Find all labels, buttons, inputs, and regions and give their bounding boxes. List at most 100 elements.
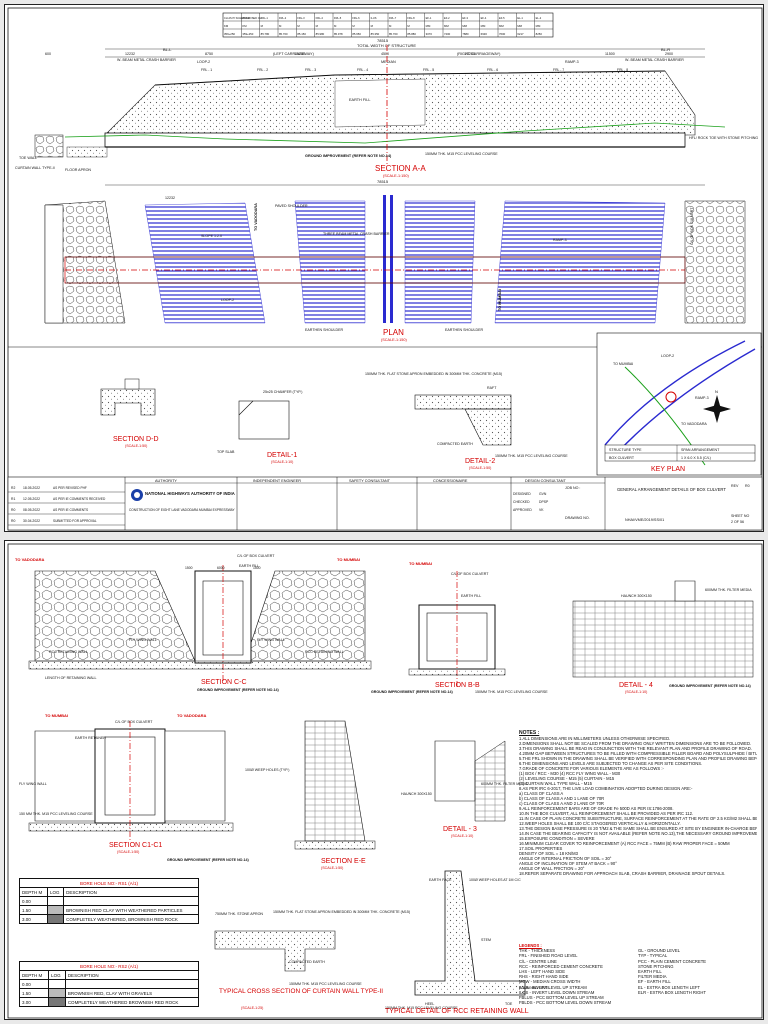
plan-scale: (SCALE-1:150): [381, 338, 407, 342]
key-plan: TO MUMBAI TO VADODARA LOOP-2 RAMP-3 N ST…: [596, 332, 762, 476]
tb-project-desc: CONSTRUCTION OF EIGHT LANE VADODARA MUMB…: [129, 508, 235, 512]
legend-heading: LEGENDS :: [519, 943, 542, 948]
c1-to-vadodara: TO VADODARA: [177, 713, 207, 718]
section-aa-dim: 8750: [205, 52, 213, 56]
curtain-wall-cross-section: 150MM THK. FLAT STONE APRON EMBEDDED IN …: [214, 910, 410, 1010]
cs-compacted: COMPACTED EARTH: [289, 960, 325, 964]
legend-entry: GL - GROUND LEVEL: [638, 948, 680, 954]
median-label: MEDIAN: [381, 60, 396, 64]
rs1-log-1: [47, 905, 65, 915]
cs-pcc: 150MM THK. M15 PCC LEVELING COURSE: [289, 982, 362, 986]
detail-1-title: DETAIL-1: [267, 452, 297, 459]
cc-to-vadodara: TO VADODARA: [15, 557, 45, 562]
section-dd: SECTION D-D (SCALE-1:50): [100, 378, 159, 448]
plan-earthen-left: EARTHEN SHOULDER: [305, 328, 343, 332]
rcc-pcc: 150MM THK. M15 PCC LEVELING COURSE: [385, 1006, 458, 1010]
key-table-v2: 1 X 6.0 X 5.5 (C/L): [681, 456, 711, 460]
plan-ramp: RAMP-3: [553, 238, 567, 242]
legend-row: FBLDS - PCC BOTTOM LEVEL DOWN STREAM: [519, 1000, 757, 1005]
approval-by: GVN: [539, 492, 547, 496]
section-aa-dim: 600: [45, 52, 51, 56]
rcc-retaining-wall-detail: 100Ø WEEP HOLES AT 1M C/C EARTH FACE HEE…: [385, 870, 550, 1015]
section-aa: BL-L BL-R TOTAL WIDTH OF STRUCTURE 78515…: [15, 38, 758, 178]
note-line: 13.THE DESIGN BASE PRESSURE IS 20 T/M2 &…: [519, 826, 757, 831]
plan-slope: SLOPE 1:2.0: [201, 234, 222, 238]
revision-desc: AS PER REVISED PHF: [53, 486, 87, 490]
section-aa-frl: FRL - 7: [553, 68, 564, 72]
notes-block: NOTES : 1.ALL DIMENSIONS ARE IN MILLIMET…: [519, 730, 757, 877]
plan-to-mumbai: TO MUMBAI: [498, 289, 502, 311]
note-line: 5.THE FRL SHOWN IN THE DRAWING SHALL BE …: [519, 756, 757, 761]
revision-date: 12.05.2022: [23, 497, 40, 501]
loop-label-aa: LOOP-2: [197, 60, 210, 64]
legend-entry: THK - THICKNESS: [519, 948, 555, 954]
section-aa-title: SECTION A-A: [375, 164, 426, 173]
title-block: AUTHORITY INDEPENDENT ENGINEER SAFETY CO…: [7, 476, 763, 531]
note-line: 9.ALL REINFORCEMENT BARS ARE OF GRADE Fe…: [519, 806, 674, 811]
chainage-value: 8250: [536, 32, 543, 36]
note-line: 18.REFER SEPARATE DRAWING FOR APPROACH S…: [519, 871, 726, 876]
rs2-depth-2: 3.00: [18, 997, 50, 1007]
rs1-log-0: [47, 896, 65, 906]
ee-scale: (SCALE-1:50): [321, 866, 343, 870]
note-line: b) CLASS OF CLASS A AND 1 LANE OF 70R: [519, 796, 605, 801]
chainage-value: 7400: [444, 32, 451, 36]
section-aa-frl: FRL - 3: [305, 68, 316, 72]
note-line: DENSITY OF SOIL = 18 KN/M3: [519, 851, 578, 856]
rs2-desc-2: COMPLETELY WEATHERED BROWNISH RED ROCK: [64, 997, 200, 1007]
ee-title: SECTION E-E: [321, 858, 366, 865]
section-ee: SECTION E-E (SCALE-1:50): [294, 720, 376, 870]
note-line: 15.EXPOSURE CONDITION = SEVERE: [519, 836, 595, 841]
detail-2-apron: 150MM THK. FLAT STONE APRON EMBEDDED IN …: [365, 372, 502, 376]
plan-dim: 12232: [165, 196, 175, 200]
plan-three-beam: THREE BEAM METAL CRASH BARRIER: [323, 232, 390, 236]
total-width: 78515: [377, 38, 389, 43]
rs2-desc-0: [64, 979, 200, 989]
chainage-header: FRL-6: [352, 16, 360, 20]
cc-ground-impr: GROUND IMPROVEMENT (REFER NOTE NO.14): [197, 688, 279, 692]
chainage-header: FRL-5: [334, 16, 342, 20]
chainage-unit: M: [389, 24, 392, 28]
chainage-header: EF-4: [481, 16, 487, 20]
c1-title: SECTION C1-C1: [109, 842, 162, 849]
cc-rcc-right: RCC RETAINING WALL: [305, 650, 344, 654]
approval-role: APPROVED: [513, 508, 532, 512]
note-line: 11.IN CASE OF PLAIN CONCRETE SUBSTRUCTUR…: [519, 816, 757, 821]
revision-date: 30.04.2022: [23, 519, 40, 523]
cs-stone: 750MM THK. STONE APRON: [215, 912, 263, 916]
notes-list: 1.ALL DIMENSIONS ARE IN MILLIMETERS UNLE…: [519, 736, 757, 876]
plan-loop: LOOP-2: [221, 298, 234, 302]
rcc-title: TYPICAL DETAIL OF RCC RETAINING WALL: [385, 1008, 529, 1015]
legend-entry: LHS - LEFT HAND SIDE: [519, 969, 565, 975]
barrier-right: W- BEAM METAL CRASH BARRIER: [625, 58, 684, 62]
note-line: 17.SOIL PROPERTIES: [519, 846, 563, 851]
notes-heading: NOTES :: [519, 730, 540, 736]
tb-ie: INDEPENDENT ENGINEER: [253, 479, 301, 483]
plan-culvert: C/L OF BOX CULVERT: [690, 207, 694, 245]
tb-safety: SAFETY CONSULTANT: [349, 479, 391, 483]
ramp-label-aa: RAMP-3: [565, 60, 579, 64]
section-aa-frl: FRL - 5: [423, 68, 434, 72]
detail-3-title: DETAIL - 3: [443, 826, 477, 833]
cs-title: TYPICAL CROSS SECTION OF CURTAIN WALL TY…: [219, 988, 383, 995]
rs2-log-2: [48, 997, 66, 1007]
detail-4-title: DETAIL - 4: [619, 682, 653, 689]
section-dd-title: SECTION D-D: [113, 436, 159, 443]
section-cc-dim: 1500: [253, 566, 261, 570]
nhai-logo-icon: [131, 489, 143, 501]
rs2-depth-0: 0.00: [18, 979, 50, 989]
note-line: c) CLASS OF CLASS A AND 2 LANE OF 70R: [519, 801, 604, 806]
rs1-depth-2: 3.00: [18, 914, 49, 924]
rock-toe-label: HFL/ ROCK TOE WITH STONE PITCHING: [689, 136, 758, 140]
detail-2-pcc: 150MM THK. M15 PCC LEVELING COURSE: [495, 454, 568, 458]
chainage-header: FRL-4: [316, 16, 324, 20]
cc-earth-fill: EARTH FILL: [239, 564, 259, 568]
chainage-value: 85.650: [352, 32, 361, 36]
svg-text:N: N: [715, 389, 718, 394]
detail-4-ground-impr: GROUND IMPROVEMENT (REFER NOTE NO.14): [669, 684, 751, 688]
